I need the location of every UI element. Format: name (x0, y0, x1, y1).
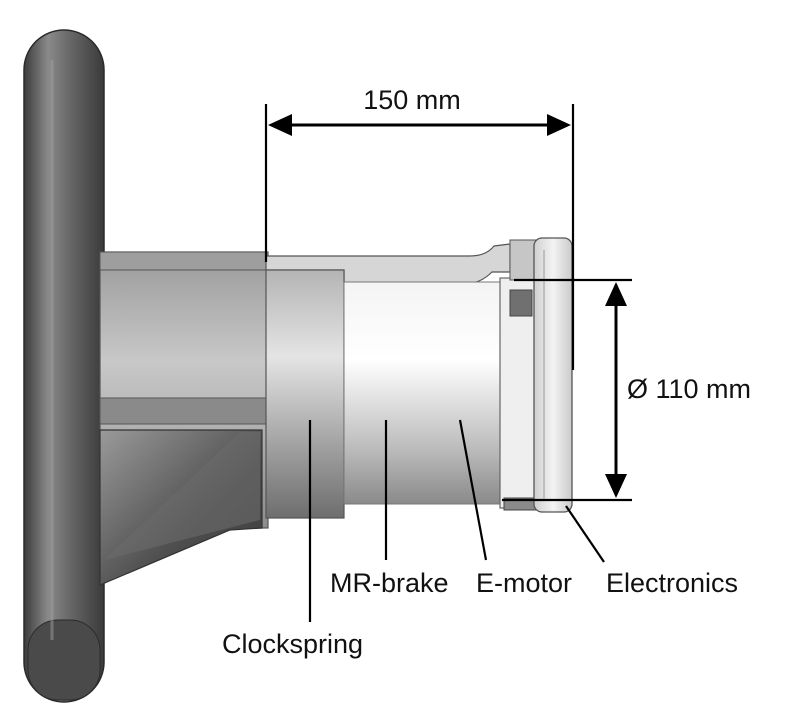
label-clockspring: Clockspring (222, 629, 363, 659)
leader-e-motor (458, 419, 488, 561)
column-housing (99, 251, 269, 586)
label-mr-brake: MR-brake (330, 568, 449, 598)
arrowhead-top (605, 282, 627, 306)
diameter-label: Ø 110 mm (627, 374, 751, 404)
label-electronics: Electronics (606, 568, 738, 598)
label-e-motor: E-motor (476, 568, 572, 598)
arrowhead-left (268, 114, 292, 136)
arrowhead-right (547, 114, 571, 136)
length-dimension: 150 mm (264, 85, 575, 370)
diameter-dimension: Ø 110 mm (502, 278, 751, 502)
electronics-cover (533, 237, 573, 513)
arrowhead-bottom (605, 474, 627, 498)
brake-motor-body (343, 281, 503, 505)
component-labels: MR-brake E-motor Electronics Clockspring (222, 568, 738, 659)
leader-lines (308, 419, 605, 622)
leader-electronics (565, 505, 605, 563)
clockspring-body (265, 269, 345, 519)
steering-wheel (23, 29, 105, 703)
length-label: 150 mm (363, 85, 461, 115)
